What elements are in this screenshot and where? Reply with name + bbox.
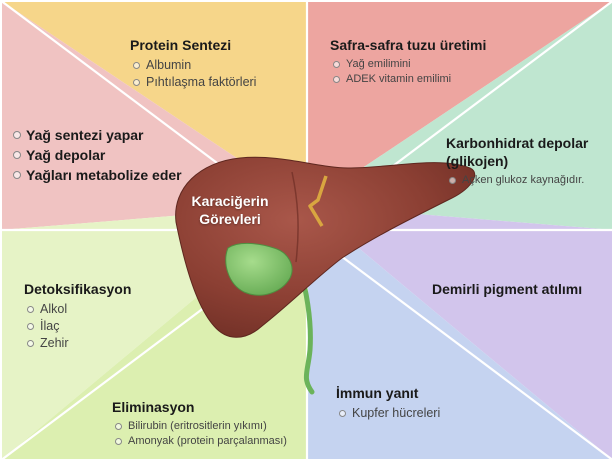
panel-karbonhidrat-title-line2: (glikojen)	[446, 153, 509, 169]
panel-safra-list: Yağ emilimini ADEK vitamin emilimi	[330, 57, 486, 87]
panel-karbonhidrat-list: Açken glukoz kaynağıdır.	[446, 173, 588, 188]
panel-immun: İmmun yanıt Kupfer hücreleri	[336, 384, 440, 422]
panel-demirli: Demirli pigment atılımı	[432, 280, 582, 298]
panel-eliminasyon-title: Eliminasyon	[112, 399, 195, 415]
list-item: Amonyak (protein parçalanması)	[112, 434, 287, 449]
panel-demirli-title: Demirli pigment atılımı	[432, 281, 583, 297]
panel-immun-list: Kupfer hücreleri	[336, 405, 440, 422]
panel-detoks-list: Alkol İlaç Zehir	[24, 301, 131, 352]
list-item: Yağ depolar	[10, 145, 182, 165]
list-item: Bilirubin (eritrositlerin yıkımı)	[112, 419, 287, 434]
list-item: Yağları metabolize eder	[10, 165, 182, 185]
panel-eliminasyon-list: Bilirubin (eritrositlerin yıkımı) Amonya…	[112, 419, 287, 449]
liver-ligament	[308, 175, 328, 227]
list-item: Kupfer hücreleri	[336, 405, 440, 422]
gallbladder	[225, 242, 293, 296]
list-item: Pıhtılaşma faktörleri	[130, 74, 256, 91]
panel-karbonhidrat-title-line1: Karbonhidrat depolar	[446, 135, 589, 151]
panel-detoks: Detoksifikasyon Alkol İlaç Zehir	[24, 280, 131, 352]
list-item: İlaç	[24, 318, 131, 335]
panel-protein-title: Protein Sentezi	[130, 37, 232, 53]
panel-karbonhidrat: Karbonhidrat depolar (glikojen) Açken gl…	[446, 134, 588, 188]
panel-protein: Protein Sentezi Albumin Pıhtılaşma faktö…	[130, 36, 256, 91]
panel-safra: Safra-safra tuzu üretimi Yağ emilimini A…	[330, 36, 486, 87]
panel-immun-bg	[307, 205, 614, 461]
list-item: Yağ sentezi yapar	[10, 125, 182, 145]
list-item: Alkol	[24, 301, 131, 318]
panel-yag-list: Yağ sentezi yapar Yağ depolar Yağları me…	[10, 125, 182, 185]
liver-center-label: Karaciğerin Görevleri	[175, 192, 285, 228]
panel-eliminasyon: Eliminasyon Bilirubin (eritrositlerin yı…	[112, 398, 287, 449]
list-item: Yağ emilimini	[330, 57, 486, 72]
center-title-line1: Karaciğerin	[191, 193, 269, 209]
list-item: Albumin	[130, 57, 256, 74]
panel-yag: Yağ sentezi yapar Yağ depolar Yağları me…	[10, 122, 182, 185]
center-title-line2: Görevleri	[199, 211, 261, 227]
panel-protein-list: Albumin Pıhtılaşma faktörleri	[130, 57, 256, 91]
panel-immun-title: İmmun yanıt	[336, 385, 419, 401]
panel-safra-title: Safra-safra tuzu üretimi	[330, 37, 487, 53]
list-item: Zehir	[24, 335, 131, 352]
panel-detoks-title: Detoksifikasyon	[24, 281, 132, 297]
list-item: ADEK vitamin emilimi	[330, 72, 486, 87]
list-item: Açken glukoz kaynağıdır.	[446, 173, 588, 188]
liver-fissure	[291, 171, 299, 263]
